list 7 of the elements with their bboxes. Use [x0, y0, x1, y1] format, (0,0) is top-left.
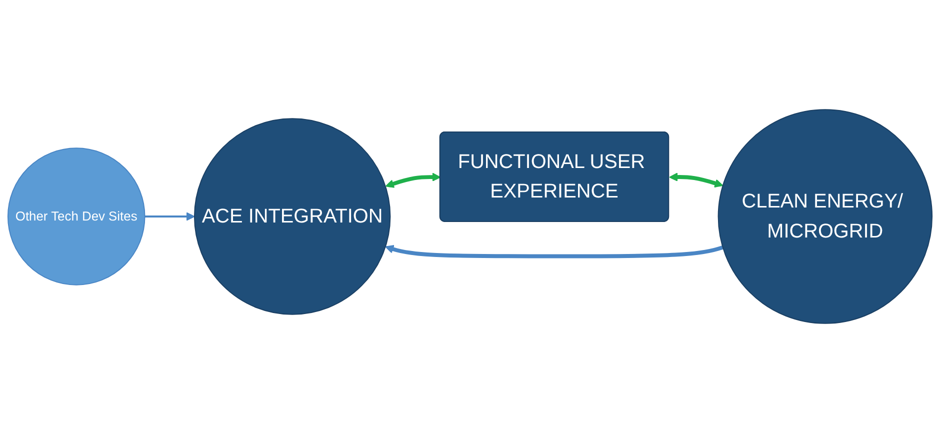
arrow	[669, 172, 724, 188]
node-circle: ACE INTEGRATION	[194, 118, 391, 315]
node-circle: CLEAN ENERGY/ MICROGRID	[718, 109, 933, 324]
arrow	[385, 244, 724, 258]
arrow	[385, 172, 441, 188]
node-circle: Other Tech Dev Sites	[7, 148, 146, 286]
arrow	[144, 212, 195, 221]
